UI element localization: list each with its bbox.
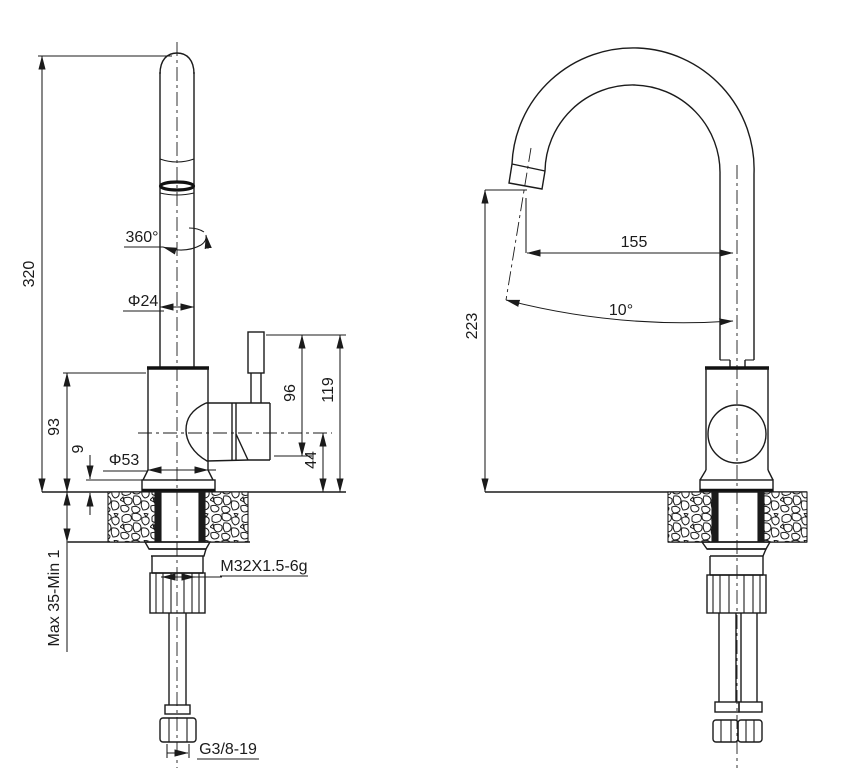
side-gooseneck-spout	[508, 47, 755, 368]
mounting-nut	[149, 572, 206, 614]
front-view-group: 320 360° Φ24 93 9 Φ53	[21, 42, 346, 768]
side-view-group: 223 155 10°	[464, 47, 808, 768]
counter-hatch-left	[107, 491, 156, 543]
dim-outlet-height: 223	[464, 189, 527, 493]
dim-overall-height: 320	[21, 55, 172, 493]
dim-base-plate-height: 9	[70, 444, 143, 515]
side-countertop	[485, 491, 808, 543]
counter-hatch-left	[667, 491, 713, 543]
dim-mounting-thread: M32X1.5-6g	[161, 558, 308, 581]
front-body	[141, 366, 216, 493]
counter-hatch-right	[204, 491, 249, 543]
dim-axis-to-deck: 44	[250, 432, 346, 493]
front-centerlines	[138, 42, 332, 768]
label-g38: G3/8-19	[199, 741, 257, 758]
dim-handle-to-deck: 119	[320, 334, 344, 493]
spout-tip-seam	[511, 163, 546, 172]
front-spout-column	[158, 52, 196, 368]
label-119: 119	[320, 377, 337, 403]
label-155: 155	[621, 234, 648, 251]
label-9: 9	[70, 444, 87, 453]
mounting-nut	[706, 574, 767, 614]
front-handle	[185, 331, 271, 462]
side-body	[699, 366, 774, 493]
label-phi24: Φ24	[128, 293, 159, 310]
dim-spout-diameter: Φ24	[123, 293, 195, 312]
front-undersink	[143, 541, 212, 743]
supply-hoses	[712, 613, 763, 743]
dim-swivel: 360°	[124, 227, 212, 255]
label-93: 93	[46, 418, 63, 436]
inlet-nut	[159, 717, 197, 743]
label-max35-min1: Max 35-Min 1	[46, 549, 63, 646]
dim-handle-to-joint: 96	[266, 334, 346, 457]
inlet-nut-right	[737, 719, 763, 743]
front-countertop	[42, 491, 346, 543]
side-centerlines	[505, 147, 738, 768]
dim-spout-reach: 155	[525, 198, 734, 257]
side-undersink	[700, 541, 772, 743]
label-10deg: 10°	[609, 302, 633, 319]
supply-pipe	[159, 613, 197, 743]
dim-body-diameter: Φ53	[103, 452, 216, 474]
label-phi53: Φ53	[109, 452, 140, 469]
label-223: 223	[464, 313, 481, 340]
label-360: 360°	[125, 229, 158, 246]
label-320: 320	[21, 261, 38, 288]
label-96: 96	[282, 384, 299, 402]
label-m32: M32X1.5-6g	[220, 558, 307, 575]
handle-joint-circle	[707, 404, 767, 464]
counter-hatch-right	[763, 491, 808, 543]
label-44: 44	[303, 451, 320, 469]
dim-deck-thickness: Max 35-Min 1	[46, 491, 117, 652]
handle-joint	[185, 402, 271, 462]
aerator-ring	[158, 180, 196, 192]
dim-inlet-thread: G3/8-19	[166, 741, 259, 760]
inlet-nut-left	[712, 719, 739, 743]
dim-body-height: 93	[46, 372, 146, 493]
handle-lever	[247, 331, 265, 374]
dim-outlet-angle: 10°	[505, 299, 734, 326]
